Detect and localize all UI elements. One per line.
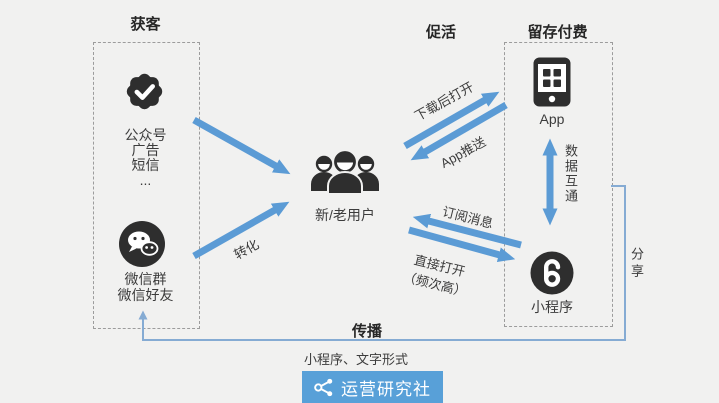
edge-label-app-push: App推送: [437, 133, 489, 171]
stage-title-acquisition: 获客: [130, 16, 161, 33]
spread-forms-note: 小程序、文字形式: [303, 352, 408, 367]
stage-title-retention: 留存付费: [527, 24, 588, 41]
channel-sms: 短信: [131, 157, 160, 173]
brand-name: 运营研究社: [341, 379, 431, 399]
channel-wechat-group: 微信群: [124, 271, 167, 287]
official-channels-list: 公众号 广告 短信 ...: [93, 128, 198, 188]
edge-label-subscribe-message: 订阅消息: [440, 203, 495, 232]
share-nodes-icon: [314, 378, 333, 396]
edge-label-direct-open: 直接打开 （频次高）: [401, 248, 473, 301]
center-users-label: 新/老用户: [315, 207, 375, 223]
miniprogram-icon: [530, 251, 574, 295]
stage-title-activation: 促活: [425, 24, 456, 41]
data-link-label: 数据互通: [563, 144, 578, 204]
app-label: App: [539, 111, 565, 127]
app-device-icon: [533, 57, 571, 107]
brand-watermark: 运营研究社: [302, 371, 443, 403]
channel-wechat-friends: 微信好友: [117, 287, 174, 303]
edge-label-convert: 转化: [231, 236, 262, 263]
verified-badge-icon: [126, 73, 163, 110]
channel-official-account: 公众号: [124, 127, 167, 143]
stage-title-spread: 传播: [351, 323, 382, 340]
wechat-channels-list: 微信群 微信好友: [93, 271, 198, 303]
arrow-official-to-users: [192, 116, 291, 175]
edge-label-open-after-download: 下载后打开: [411, 79, 477, 124]
edge-label-share: 分享: [629, 247, 644, 281]
miniprogram-label: 小程序: [531, 299, 573, 315]
users-icon: [311, 151, 379, 195]
channel-ads: 广告: [131, 142, 160, 158]
wechat-icon: [119, 221, 165, 267]
channel-ellipsis: ...: [139, 172, 152, 188]
